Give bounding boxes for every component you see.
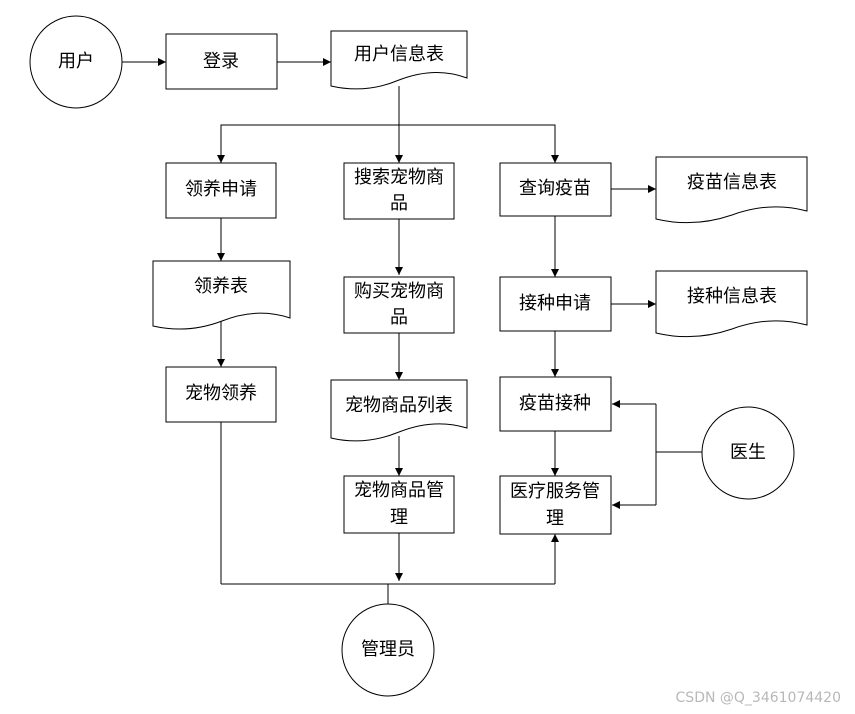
watermark: CSDN @Q_3461074420 <box>675 690 841 706</box>
edge-doctor-bus <box>655 404 703 453</box>
adopt-apply-box <box>165 162 277 219</box>
query-vaccine-label: 查询疫苗 <box>519 178 591 199</box>
user-label: 用户 <box>58 51 94 72</box>
login-box <box>165 33 278 90</box>
adopt-apply-label: 领养申请 <box>185 179 257 200</box>
medical-manage-box <box>499 475 612 535</box>
edge-branch-bus <box>220 124 556 163</box>
adopt-table-label: 领养表 <box>194 276 248 297</box>
search-goods-label-line1: 搜索宠物商 <box>354 167 444 188</box>
vaccine-info-table-label: 疫苗信息表 <box>687 172 777 193</box>
vaccinate-apply-label: 接种申请 <box>519 293 591 314</box>
query-vaccine-box <box>499 162 612 217</box>
vaccine-info-table-doc <box>655 156 808 224</box>
connectors <box>122 58 703 605</box>
buy-goods-label-line1: 购买宠物商 <box>354 281 444 302</box>
vaccinate-apply-box <box>499 276 612 332</box>
admin-circle <box>341 603 435 697</box>
adopt-table-doc <box>152 260 291 330</box>
goods-manage-label-line1: 宠物商品管 <box>354 480 444 501</box>
vaccinate-box <box>499 376 612 432</box>
buy-goods-label-line2: 品 <box>390 307 408 328</box>
admin-label: 管理员 <box>361 639 415 660</box>
buy-goods-box <box>343 276 455 334</box>
medical-manage-label-line2: 理 <box>546 508 564 529</box>
user-info-table-doc <box>330 30 468 90</box>
goods-list-table-doc <box>330 379 468 442</box>
user-circle <box>29 15 123 109</box>
medical-manage-label-line1: 医疗服务管 <box>510 481 600 502</box>
goods-list-table-label: 宠物商品列表 <box>345 395 453 416</box>
pet-adopt-label: 宠物领养 <box>185 383 257 404</box>
vaccinate-label: 疫苗接种 <box>519 393 591 414</box>
goods-manage-box <box>343 475 455 534</box>
user-info-table-label: 用户信息表 <box>354 44 444 65</box>
doctor-label: 医生 <box>730 442 766 463</box>
doctor-circle <box>701 406 795 500</box>
goods-manage-label-line2: 理 <box>390 507 408 528</box>
pet-adopt-box <box>165 366 277 423</box>
login-label: 登录 <box>203 51 239 72</box>
search-goods-label-line2: 品 <box>390 193 408 214</box>
vaccinate-info-table-doc <box>655 270 808 338</box>
search-goods-box <box>343 162 455 220</box>
vaccinate-info-table-label: 接种信息表 <box>687 286 777 307</box>
